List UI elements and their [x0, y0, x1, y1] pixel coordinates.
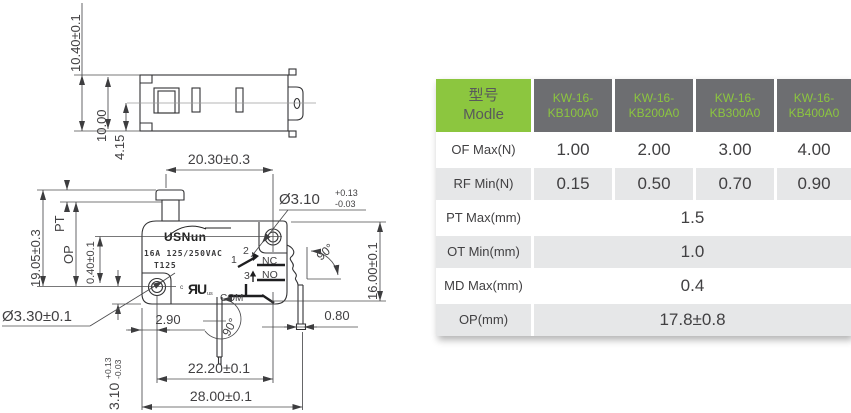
spec-value-cell: 1.00: [534, 134, 612, 166]
table-header-kb200: KW-16- KB200A0: [615, 79, 693, 132]
table-header-kb300: KW-16- KB300A0: [696, 79, 774, 132]
ul-mark-icon: R: [188, 281, 198, 297]
spec-value-cell: 0.15: [534, 168, 612, 200]
terminal-slot-2: [235, 87, 244, 113]
dim-label-height-outer: 10.40±0.1: [68, 14, 83, 72]
ul-c: c: [180, 284, 184, 291]
spec-value-cell: 3.00: [696, 134, 774, 166]
end-cap-slot: [293, 97, 301, 110]
dim-label-right-height: 16.00±0.1: [365, 242, 380, 300]
hole-top-callout: Ø3.10: [279, 191, 320, 208]
rating-text: 16A 125/250VAC: [144, 249, 223, 258]
model-name-line: KW-16-: [552, 90, 594, 105]
spec-label-cell: RF Min(N): [436, 168, 531, 200]
spec-value-cell: 4.00: [777, 134, 851, 166]
spec-value-cell-merged: 1.5: [534, 202, 851, 234]
model-name-line: KB200A0: [628, 105, 680, 120]
terminal-1-label: 1: [231, 254, 237, 266]
corner-tab-bottom: [288, 130, 297, 138]
model-name-line: KW-16-: [633, 90, 675, 105]
spec-value-cell-merged: 0.4: [534, 270, 851, 302]
dim-label-pin: 4.15: [112, 135, 127, 160]
corner-tab-top: [288, 68, 297, 76]
ul-mark-u: U: [197, 281, 207, 297]
brand-logo-text: USNun: [164, 230, 207, 244]
front-view: USNun 16A 125/250VAC T125 c R U us 1 2 N…: [2, 151, 386, 410]
leader-line: [162, 272, 176, 282]
spec-table: 型号 Modle KW-16- KB100A0 KW-16- KB200A0 K…: [436, 79, 851, 336]
hole-top-tol-minus: -0.03: [335, 199, 356, 209]
plunger-stem: [161, 199, 180, 222]
leader-line: [261, 209, 289, 244]
plunger-top-inner: [157, 90, 176, 114]
plunger-cap: [155, 189, 185, 201]
pt-label: PT: [52, 215, 67, 232]
model-name-line: KW-16-: [793, 90, 835, 105]
spec-label-cell: PT Max(mm): [436, 202, 531, 234]
model-name-line: KB300A0: [709, 105, 761, 120]
spec-label-cell: OF Max(N): [436, 134, 531, 166]
com-blade-tip: [217, 356, 222, 365]
switch-body-front: [141, 220, 288, 305]
spec-value-cell: 2.00: [615, 134, 693, 166]
mount-boss-top: [258, 222, 287, 254]
terminal-2-label: 2: [243, 245, 249, 257]
angle-arc-bottom: [204, 296, 242, 340]
body-step: [140, 75, 153, 131]
spec-value-cell-merged: 17.8±0.8: [534, 304, 851, 336]
spec-value-cell: 0.90: [777, 168, 851, 200]
ul-us: us: [207, 291, 213, 297]
dim-label-top-width: 20.30±0.3: [188, 151, 250, 167]
spec-label-cell: OT Min(mm): [436, 236, 531, 268]
table-header-kb400: KW-16- KB400A0: [777, 79, 851, 132]
terminal-slot-1: [191, 87, 201, 113]
mount-boss-bottom: [142, 272, 172, 304]
leader-line: [250, 242, 263, 258]
pin-dim-tol-minus: -0.03: [113, 359, 123, 379]
hole-bottom-callout: Ø3.30±0.1: [2, 308, 72, 325]
spec-label-cell: MD Max(mm): [436, 270, 531, 302]
pin-dim-label: 3.10: [106, 383, 122, 410]
mount-hole-bottom: [147, 277, 167, 297]
no-arrow-head: [249, 270, 257, 277]
leader-line: [89, 280, 164, 327]
dim-label-holes-span: 22.20±0.1: [188, 360, 250, 376]
bent-terminal-profile: [286, 244, 299, 286]
top-view: 10.40±0.1 10.00 4.15: [68, 3, 316, 160]
model-name-line: KW-16-: [714, 90, 756, 105]
nc-label: NC: [262, 255, 278, 267]
hole-top-tol-plus: +0.13: [335, 188, 358, 198]
table-header-model: 型号 Modle: [436, 79, 531, 132]
dim-label-left-height: 19.05±0.3: [28, 229, 43, 287]
model-name-line: KB100A0: [547, 105, 599, 120]
dim-label-height-body: 10.00: [94, 109, 109, 142]
technical-drawing: 10.40±0.1 10.00 4.15: [2, 3, 386, 410]
thermal-rating-text: T125: [154, 261, 176, 270]
end-cap: [288, 86, 304, 121]
spec-label-cell: OP(mm): [436, 304, 531, 336]
terminal-3-label: 3: [244, 270, 250, 282]
no-label: NO: [262, 269, 278, 281]
angle-right-label: 90°: [314, 241, 337, 264]
angle-arc-right: [310, 248, 340, 276]
dim-label-pin-width: 0.80: [324, 308, 349, 323]
table-header-kb100: KW-16- KB100A0: [534, 79, 612, 132]
pin-dim-tol-plus: +0.13: [103, 357, 113, 379]
com-diagonal: [261, 294, 275, 304]
spec-value-cell: 0.50: [615, 168, 693, 200]
model-label-en: Modle: [463, 105, 504, 123]
contact-point: [252, 252, 259, 261]
dim-label-edge-hole: 2.90: [155, 312, 180, 327]
model-label-cn: 型号: [468, 87, 499, 105]
spec-value-cell: 0.70: [696, 168, 774, 200]
dim-label-total-width: 28.00±0.1: [190, 388, 252, 404]
op-label: OP: [61, 245, 76, 264]
spec-value-cell-merged: 1.0: [534, 236, 851, 268]
model-name-line: KB400A0: [788, 105, 840, 120]
dim-label-offset: 0.40±0.1: [85, 241, 97, 284]
